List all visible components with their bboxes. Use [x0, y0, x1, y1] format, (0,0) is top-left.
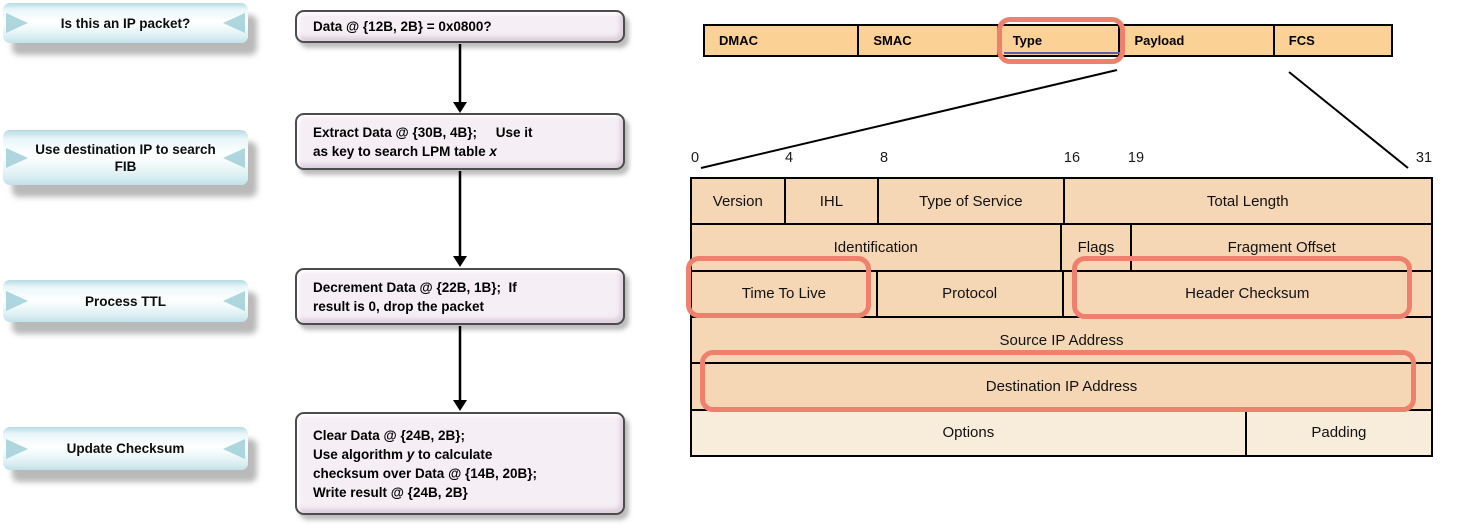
ip-field-total-length: Total Length [1206, 192, 1289, 210]
eth-field-fcs: FCS [1288, 33, 1315, 48]
bit-label-31: 31 [1415, 150, 1433, 166]
ip-field-time-to-live: Time To Live [692, 271, 878, 316]
expansion-line-left [700, 69, 1118, 169]
flow-arrow-1 [453, 44, 467, 113]
ip-field-options: Options [692, 410, 1247, 455]
flow-step-text: Data @ {12B, 2B} = 0x0800? [313, 19, 492, 34]
eth-field-smac: SMAC [859, 26, 999, 55]
bit-label-16: 16 [1063, 150, 1081, 166]
flow-label-update-checksum: Update Checksum [3, 427, 248, 470]
ip-header-row: Version IHL Type of Service Total Length [692, 179, 1431, 226]
ip-header-row: Identification Flags Fragment Offset [692, 225, 1431, 272]
ip-field-flags: Flags [1062, 225, 1133, 270]
eth-field-dmac: DMAC [705, 26, 860, 55]
ip-header-row: Time To Live Protocol Header Checksum [692, 271, 1431, 318]
ip-header-row: Source IP Address [692, 318, 1431, 365]
ip-field-source-ip: Source IP Address [999, 331, 1124, 349]
flow-label-search-fib: Use destination IP to search FIB [3, 130, 248, 185]
ip-header-table: Version IHL Type of Service Total Length… [690, 177, 1433, 457]
ip-field-protocol: Protocol [878, 271, 1064, 316]
ip-header-row: Options Padding [692, 410, 1431, 455]
ip-field-header-checksum: Header Checksum [1185, 285, 1310, 303]
flow-arrow-3 [453, 326, 467, 411]
bit-label-8: 8 [879, 150, 889, 166]
type-cell-underline [1004, 52, 1120, 54]
ip-field-type-of-service: Type of Service [879, 179, 1065, 224]
ip-field-identification: Identification [692, 225, 1062, 270]
ip-field-destination-ip: Destination IP Address [985, 377, 1138, 395]
bit-label-19: 19 [1127, 150, 1145, 166]
eth-field-payload: Payload [1120, 26, 1275, 55]
ethernet-frame: DMAC SMAC Type Payload FCS [703, 24, 1393, 57]
flow-label-process-ttl: Process TTL [3, 280, 248, 322]
flow-step-text: Clear Data @ {24B, 2B};Use algorithm y t… [313, 427, 538, 500]
ip-header-row: Destination IP Address [692, 364, 1431, 411]
ip-field-ihl: IHL [786, 179, 880, 224]
bit-label-4: 4 [784, 150, 794, 166]
flow-arrow-2 [453, 171, 467, 267]
flow-step-update-checksum: Clear Data @ {24B, 2B};Use algorithm y t… [295, 412, 625, 515]
ip-field-padding: Padding [1311, 424, 1367, 442]
bit-label-0: 0 [690, 150, 700, 166]
flow-label-ip-packet: Is this an IP packet? [3, 3, 248, 43]
flow-step-check-ethertype: Data @ {12B, 2B} = 0x0800? [295, 10, 625, 43]
ip-field-version: Version [692, 179, 786, 224]
expansion-line-right [1288, 71, 1409, 169]
eth-field-type: Type [999, 26, 1121, 55]
ip-field-fragment-offset: Fragment Offset [1227, 238, 1336, 256]
